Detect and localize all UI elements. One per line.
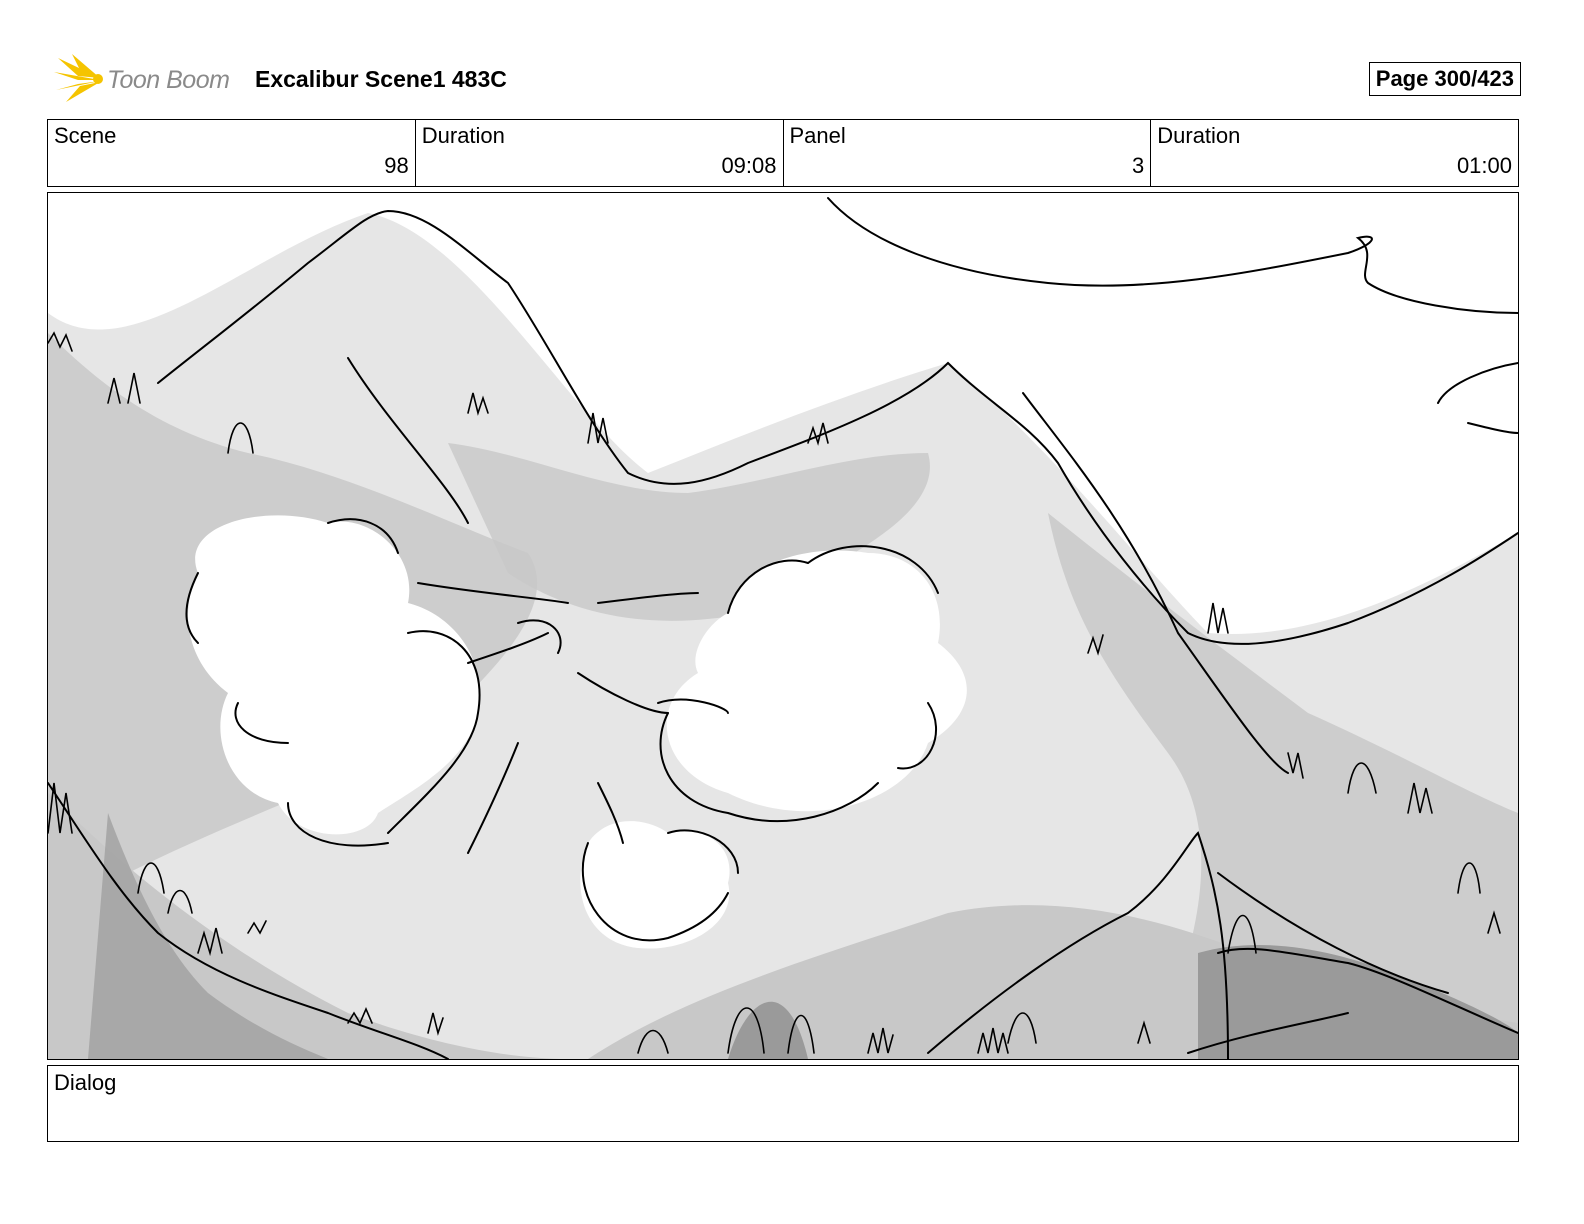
panel-duration-label: Duration bbox=[1157, 123, 1241, 148]
dialog-label: Dialog bbox=[54, 1070, 117, 1095]
dialog-box: Dialog bbox=[47, 1065, 1519, 1142]
page-header: Toon Boom Excalibur Scene1 483C Page 300… bbox=[48, 54, 1521, 104]
panel-duration-cell: Duration 01:00 bbox=[1151, 120, 1518, 186]
scene-value: 98 bbox=[384, 153, 409, 178]
page-number: Page 300/423 bbox=[1368, 62, 1521, 96]
scene-cell: Scene 98 bbox=[48, 120, 416, 186]
storyboard-panel bbox=[47, 192, 1519, 1060]
mountain-sketch-image bbox=[48, 193, 1518, 1059]
scene-label: Scene bbox=[54, 123, 117, 148]
toon-boom-logo: Toon Boom bbox=[52, 54, 242, 104]
scene-duration-value: 09:08 bbox=[721, 153, 777, 178]
panel-label: Panel bbox=[789, 123, 846, 148]
scene-duration-cell: Duration 09:08 bbox=[416, 120, 784, 186]
document-title: Excalibur Scene1 483C bbox=[255, 66, 507, 92]
starburst-icon bbox=[54, 54, 103, 102]
panel-duration-value: 01:00 bbox=[1456, 153, 1512, 178]
panel-cell: Panel 3 bbox=[784, 120, 1152, 186]
scene-duration-label: Duration bbox=[421, 123, 505, 148]
panel-value: 3 bbox=[1132, 153, 1145, 178]
scene-info-table: Scene 98 Duration 09:08 Panel 3 Duration… bbox=[47, 119, 1519, 187]
logo-text: Toon Boom bbox=[107, 66, 230, 94]
